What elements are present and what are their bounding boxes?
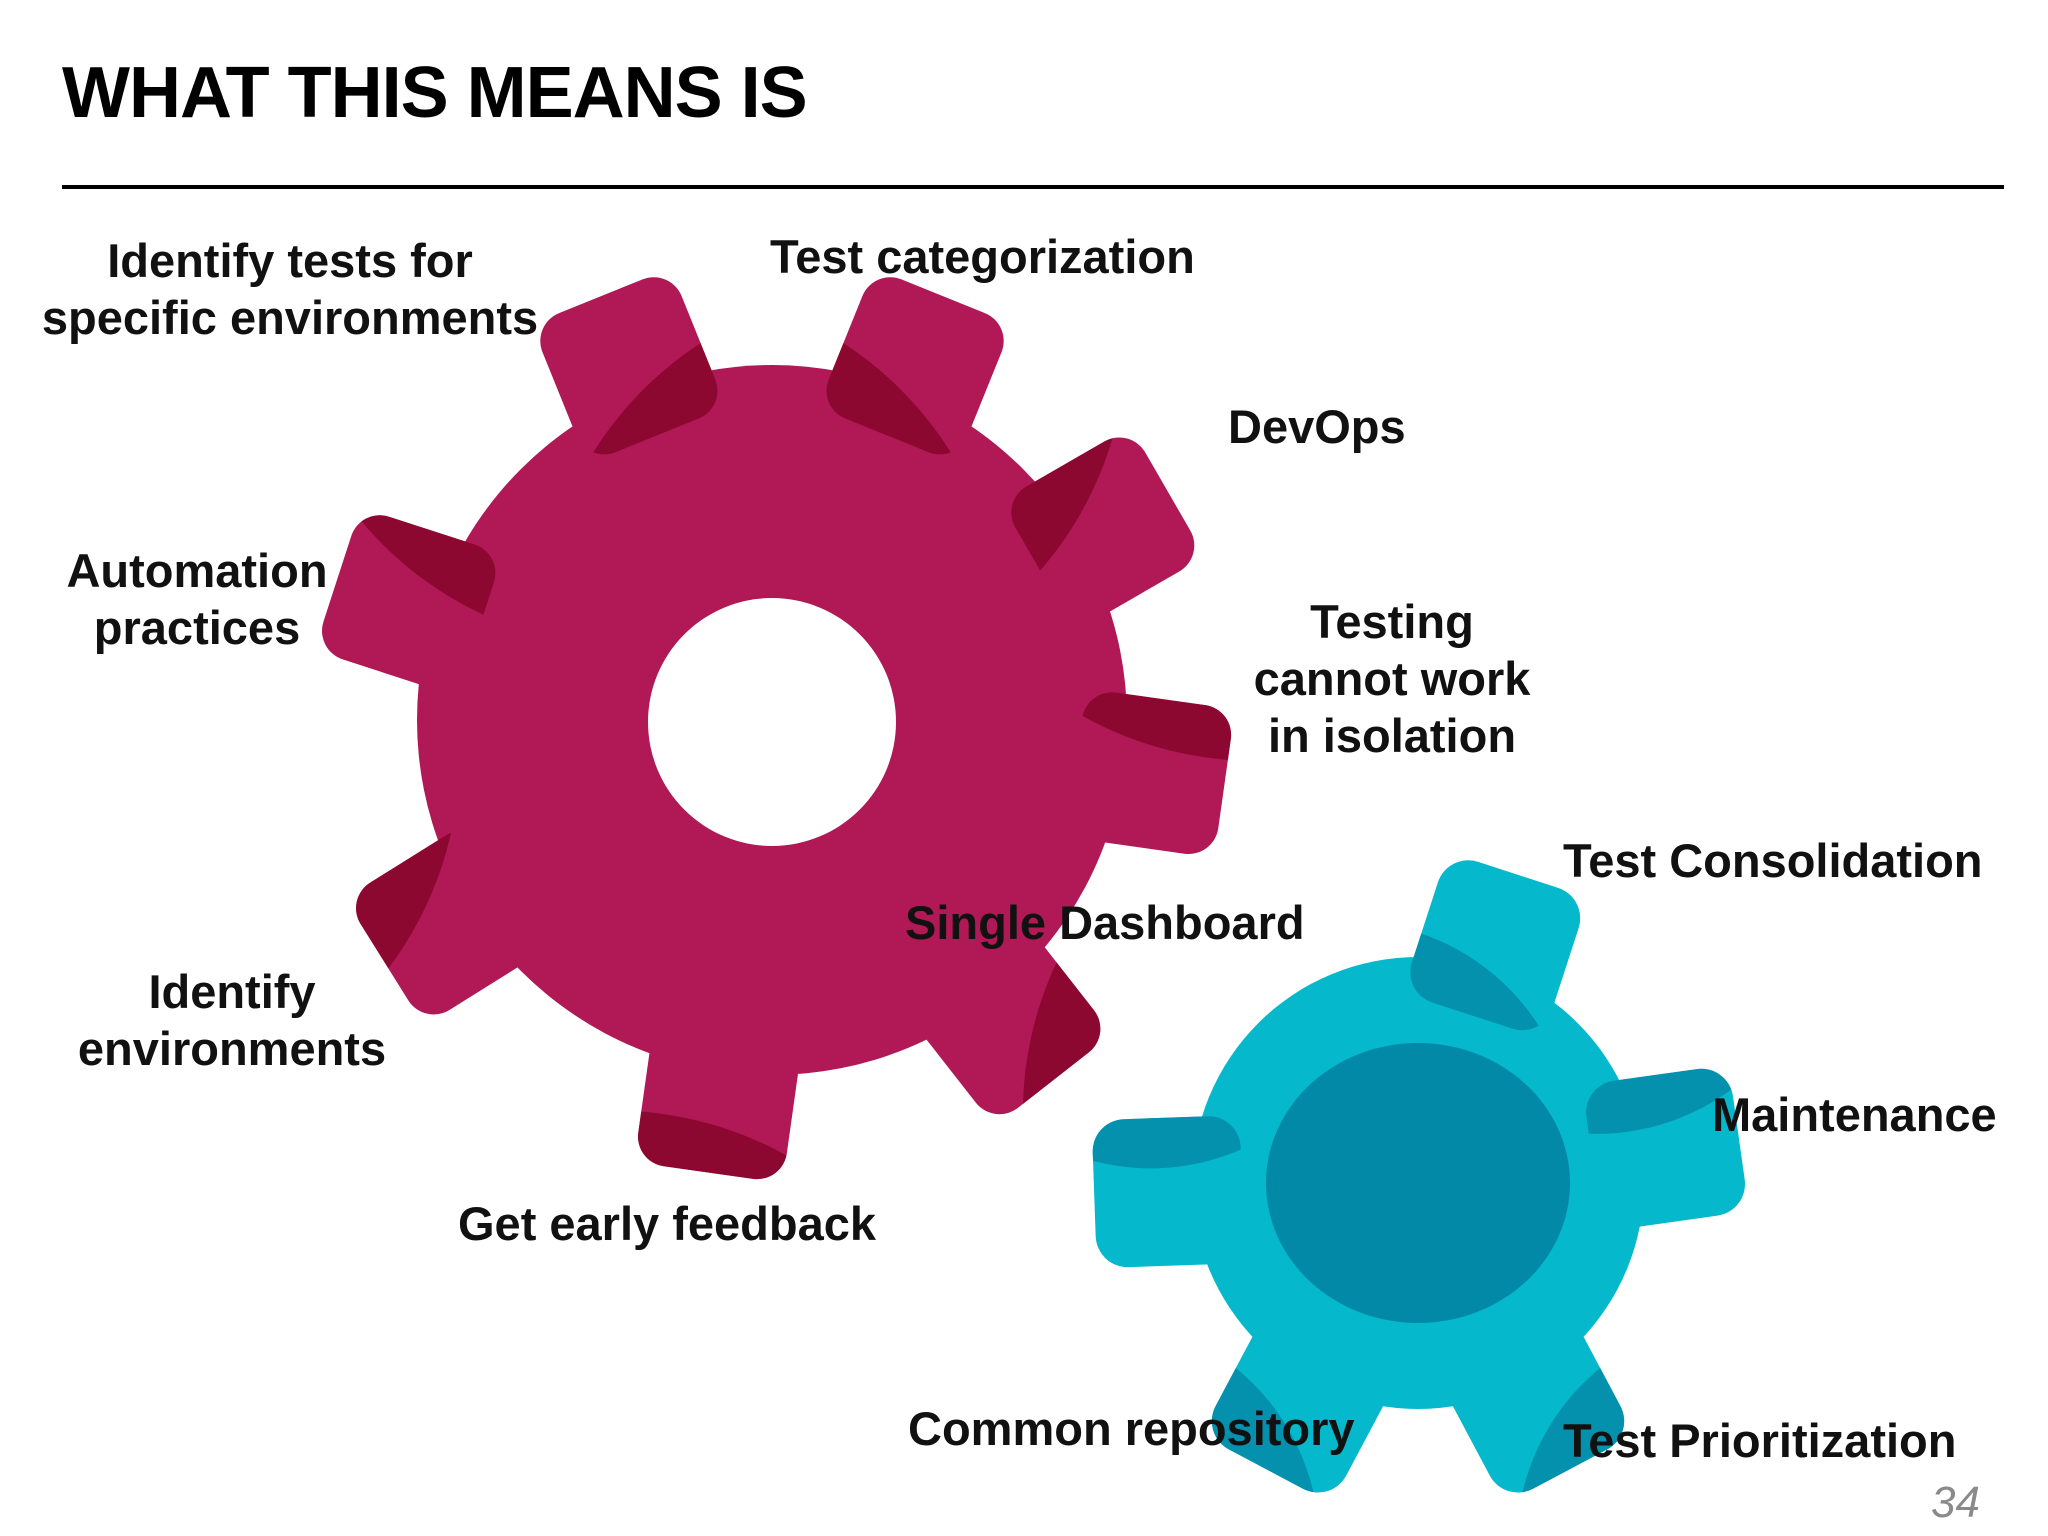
slide-title: WHAT THIS MEANS IS <box>62 53 808 133</box>
label-test-consolidation: Test Consolidation <box>1563 834 1983 887</box>
label-automation-practices: Automation practices <box>66 544 328 654</box>
large-gear-icon <box>321 277 1232 1180</box>
small-gear-icon <box>1092 860 1746 1493</box>
label-maintenance: Maintenance <box>1712 1088 1997 1141</box>
large-gear-hole <box>648 598 896 846</box>
title-divider <box>62 185 2004 189</box>
label-get-early-feedback: Get early feedback <box>458 1197 876 1250</box>
label-common-repository: Common repository <box>908 1402 1355 1455</box>
label-single-dashboard: Single Dashboard <box>905 896 1305 949</box>
label-devops: DevOps <box>1228 400 1406 453</box>
small-gear-tooth-overlap <box>1092 1116 1244 1177</box>
slide-number: 34 <box>1931 1478 1980 1527</box>
label-test-categorization: Test categorization <box>770 230 1195 283</box>
label-test-prioritization: Test Prioritization <box>1563 1414 1957 1467</box>
label-identify-environments: Identify environments <box>77 965 387 1075</box>
label-testing-isolation: Testing cannot work in isolation <box>1253 595 1531 762</box>
label-identify-tests: Identify tests for specific environments <box>41 234 539 344</box>
small-gear-hub <box>1266 1043 1570 1323</box>
